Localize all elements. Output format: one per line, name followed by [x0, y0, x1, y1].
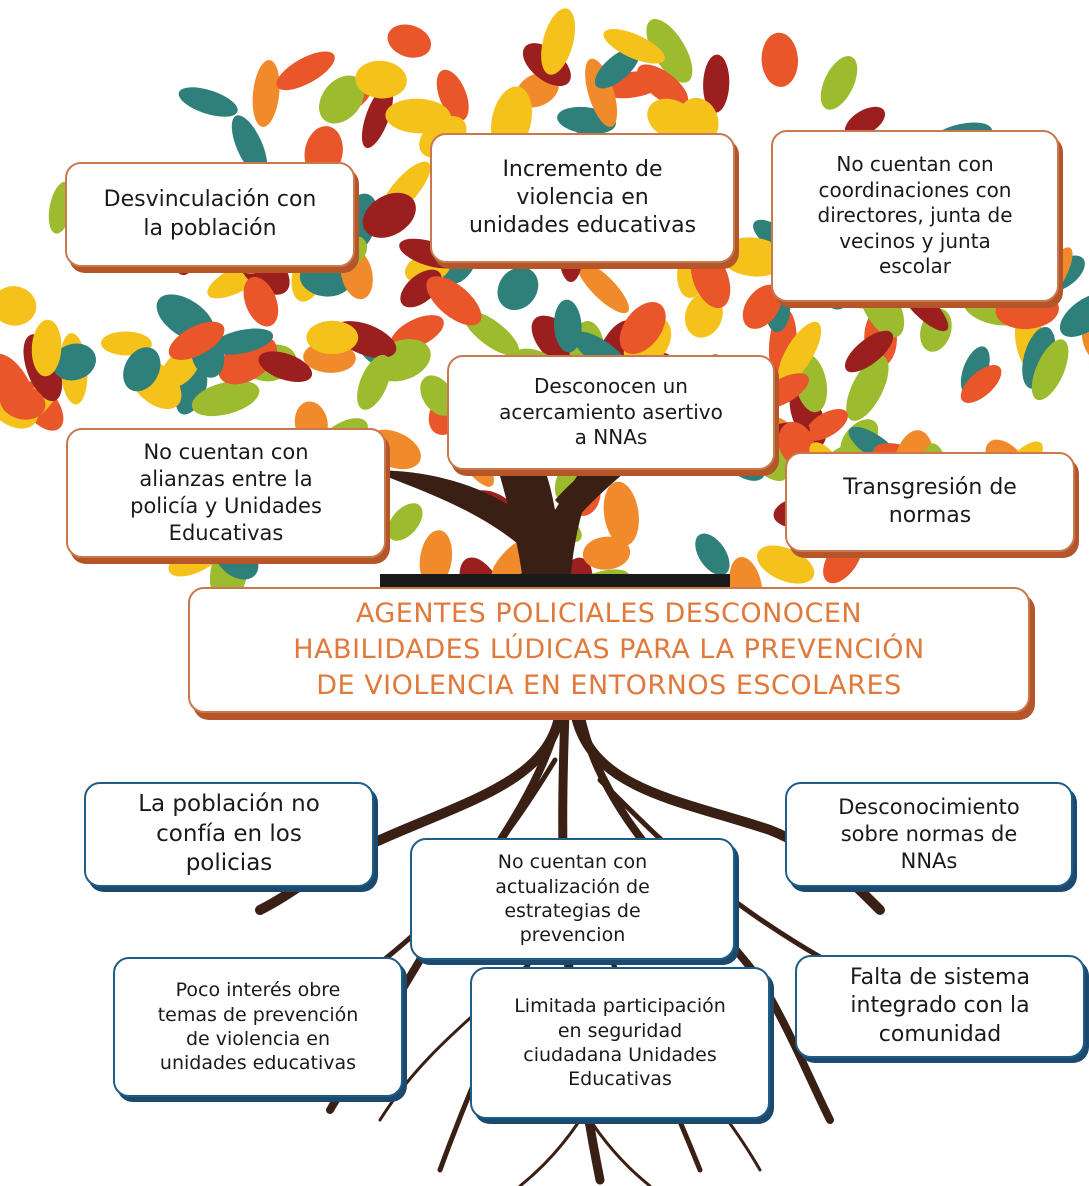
leaf: [387, 503, 423, 541]
cause-box-poblacion-no-confia: La población no confía en los policias: [84, 782, 374, 887]
leaf: [0, 286, 37, 326]
root-strand: [588, 1118, 652, 1186]
cause-box-actualizacion-estrategias: No cuentan con actualización de estrateg…: [410, 838, 735, 960]
leaf: [318, 75, 365, 124]
leaf: [646, 19, 693, 83]
leaf: [211, 328, 274, 355]
leaf: [231, 115, 268, 177]
leaf: [576, 261, 629, 314]
effect-box-desvinculacion: Desvinculación con la población: [65, 162, 355, 267]
leaf: [168, 321, 225, 360]
leaf: [387, 24, 432, 58]
leaf: [603, 481, 639, 546]
leaf: [585, 58, 618, 127]
effect-box-acercamiento-asertivo: Desconocen un acercamiento asertivo a NN…: [447, 355, 775, 470]
leaf: [52, 343, 96, 381]
central-problem-box: AGENTES POLICIALES DESCONOCEN HABILIDADE…: [188, 587, 1030, 713]
effect-box-incremento-violencia: Incremento de violencia en unidades educ…: [430, 133, 735, 263]
leaf: [252, 60, 280, 127]
leaf: [761, 32, 799, 87]
leaf: [31, 319, 62, 377]
leaf: [1059, 293, 1089, 337]
cause-box-sistema-integrado: Falta de sistema integrado con la comuni…: [795, 955, 1085, 1058]
leaf: [844, 106, 886, 138]
leaf: [1031, 339, 1069, 401]
leaf: [178, 87, 238, 117]
leaf: [820, 56, 858, 110]
leaf: [703, 54, 730, 113]
leaf: [960, 364, 1002, 404]
leaf: [362, 192, 416, 238]
leaf: [243, 276, 279, 327]
leaf: [497, 267, 539, 311]
leaf: [582, 536, 631, 570]
root-strand: [518, 1118, 582, 1186]
cause-box-poco-interes: Poco interés obre temas de prevención de…: [113, 957, 403, 1097]
leaf: [357, 354, 391, 410]
leaf: [695, 533, 730, 576]
leaf: [778, 321, 822, 385]
effect-box-transgresion-normas: Transgresión de normas: [785, 452, 1075, 552]
leaf: [805, 408, 848, 441]
leaf: [355, 60, 407, 99]
leaf: [0, 385, 46, 420]
cause-box-normas-nnas: Desconocimiento sobre normas de NNAs: [785, 782, 1073, 887]
leaf: [619, 301, 666, 355]
leaf: [844, 330, 894, 373]
leaf: [361, 85, 394, 148]
effect-box-alianzas: No cuentan con alianzas entre la policía…: [66, 428, 386, 558]
leaf: [846, 355, 889, 421]
leaf: [420, 375, 456, 416]
leaf: [594, 48, 640, 89]
leaf: [276, 51, 335, 91]
leaf: [426, 276, 482, 326]
leaf: [258, 351, 313, 383]
leaf: [191, 380, 260, 417]
leaf: [419, 530, 453, 588]
effect-box-coordinaciones: No cuentan con coordinaciones con direct…: [771, 130, 1059, 302]
leaf: [690, 248, 731, 309]
leaf: [742, 284, 782, 329]
leaf: [756, 545, 815, 584]
leaf: [603, 29, 665, 64]
leaf: [306, 320, 359, 355]
leaf: [720, 237, 786, 277]
leaf: [123, 347, 161, 392]
leaf: [541, 8, 576, 75]
leaf: [647, 98, 697, 140]
cause-box-participacion-seguridad: Limitada participación en seguridad ciud…: [470, 967, 770, 1119]
